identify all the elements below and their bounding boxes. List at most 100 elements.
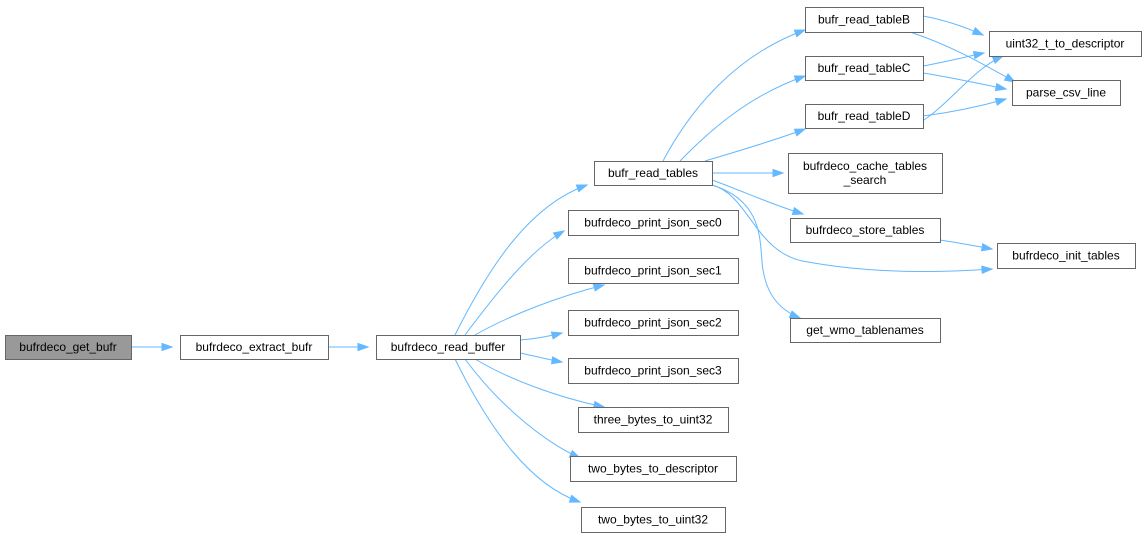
arrow-head — [575, 184, 589, 193]
node-get-wmo-tablenames[interactable]: get_wmo_tablenames — [790, 318, 941, 343]
edge-n3-n8 — [519, 352, 564, 365]
node-uint32-t-to-descriptor[interactable]: uint32_t_to_descriptor — [989, 31, 1142, 57]
edge-n3-n4 — [454, 184, 589, 336]
arrow-head — [788, 310, 802, 319]
node-box[interactable] — [805, 104, 924, 129]
node-box[interactable] — [180, 335, 329, 360]
edge-line — [454, 184, 588, 336]
edge-n4-n16 — [711, 179, 805, 215]
node-label: bufrdeco_store_tables — [806, 223, 925, 237]
arrow-head — [550, 331, 564, 340]
node-bufrdeco-extract-bufr[interactable]: bufrdeco_extract_bufr — [180, 335, 329, 360]
node-label: bufrdeco_print_json_sec2 — [584, 316, 722, 330]
node-two-bytes-to-descriptor[interactable]: two_bytes_to_descriptor — [570, 456, 737, 482]
node-box[interactable] — [1012, 80, 1121, 106]
arrow-head — [793, 29, 807, 38]
arrow-head — [568, 494, 582, 503]
node-bufrdeco-cache-tables-search[interactable]: bufrdeco_cache_tables_search — [788, 153, 943, 194]
node-bufrdeco-print-json-sec2[interactable]: bufrdeco_print_json_sec2 — [568, 310, 739, 336]
node-box[interactable] — [581, 507, 726, 533]
node-bufr-read-tableD[interactable]: bufr_read_tableD — [805, 104, 924, 129]
node-bufrdeco-store-tables[interactable]: bufrdeco_store_tables — [790, 218, 941, 243]
arrow-head — [793, 128, 807, 137]
node-bufrdeco-print-json-sec3[interactable]: bufrdeco_print_json_sec3 — [568, 358, 739, 384]
node-parse-csv-line[interactable]: parse_csv_line — [1012, 80, 1121, 106]
edge-line — [711, 184, 993, 273]
edge-line — [909, 31, 1016, 83]
node-box[interactable] — [568, 210, 739, 236]
node-label: bufrdeco_init_tables — [1012, 249, 1119, 263]
edge-line — [679, 75, 806, 162]
arrow-head — [161, 342, 174, 352]
node-box[interactable] — [376, 335, 521, 360]
edge-n2-n3 — [328, 342, 370, 352]
arrow-head — [994, 82, 1008, 92]
edge-n4-n12 — [662, 29, 807, 162]
arrow-head — [980, 243, 994, 252]
node-box[interactable] — [568, 310, 739, 336]
edge-line — [474, 358, 605, 408]
arrow-head — [971, 26, 985, 36]
node-bufrdeco-get-bufr[interactable]: bufrdeco_get_bufr — [5, 335, 132, 360]
node-box[interactable] — [5, 335, 132, 360]
edge-line — [922, 98, 1007, 117]
edge-n4-n17 — [711, 184, 802, 319]
node-label: uint32_t_to_descriptor — [1006, 37, 1125, 51]
edge-n4-n14 — [704, 128, 807, 162]
node-box[interactable] — [578, 407, 729, 433]
node-bufrdeco-print-json-sec0[interactable]: bufrdeco_print_json_sec0 — [568, 210, 739, 236]
node-box[interactable] — [805, 7, 924, 33]
node-bufr-read-tableB[interactable]: bufr_read_tableB — [805, 7, 924, 33]
node-box[interactable] — [568, 258, 739, 284]
node-label: three_bytes_to_uint32 — [594, 413, 713, 427]
edge-n3-n11 — [454, 358, 582, 503]
arrow-head — [981, 265, 994, 274]
arrow-head — [994, 97, 1008, 106]
node-bufrdeco-init-tables[interactable]: bufrdeco_init_tables — [997, 243, 1136, 269]
node-box[interactable] — [788, 153, 943, 194]
node-bufrdeco-read-buffer[interactable]: bufrdeco_read_buffer — [376, 335, 521, 360]
arrow-head — [793, 75, 807, 84]
edge-n13-n19 — [922, 72, 1008, 92]
node-label: bufrdeco_get_bufr — [19, 340, 116, 354]
edge-n4-n15 — [712, 168, 785, 178]
edge-n3-n5 — [464, 230, 566, 336]
arrow-head — [552, 230, 566, 240]
arrow-head — [550, 356, 564, 365]
edge-n3-n6 — [474, 283, 606, 336]
node-box[interactable] — [790, 318, 941, 343]
edge-line — [922, 72, 1007, 90]
node-box[interactable] — [997, 243, 1136, 269]
edges-layer — [131, 15, 1017, 503]
node-three-bytes-to-uint32[interactable]: three_bytes_to_uint32 — [578, 407, 729, 433]
node-label: get_wmo_tablenames — [806, 323, 923, 337]
node-box[interactable] — [790, 218, 941, 243]
node-label: _search — [843, 173, 887, 187]
edge-line — [474, 284, 605, 336]
node-label: bufrdeco_read_buffer — [391, 340, 506, 354]
edge-line — [454, 358, 581, 503]
edge-line — [704, 128, 806, 162]
node-bufr-read-tableC[interactable]: bufr_read_tableC — [805, 56, 924, 81]
edge-n14-n19 — [922, 97, 1008, 117]
node-box[interactable] — [594, 161, 713, 186]
arrow-head — [772, 168, 785, 178]
edge-n12-n18 — [922, 15, 985, 36]
arrow-head — [972, 51, 986, 60]
node-label: bufr_read_tableD — [818, 109, 911, 123]
node-bufr-read-tables[interactable]: bufr_read_tables — [594, 161, 713, 186]
node-box[interactable] — [989, 31, 1142, 57]
node-box[interactable] — [570, 456, 737, 482]
node-two-bytes-to-uint32[interactable]: two_bytes_to_uint32 — [581, 507, 726, 533]
edge-line — [464, 358, 581, 459]
edge-line — [662, 29, 806, 162]
edge-n4-n13 — [679, 75, 807, 162]
node-label: bufrdeco_print_json_sec0 — [584, 216, 722, 230]
node-label: bufr_read_tableC — [818, 61, 911, 75]
node-label: two_bytes_to_descriptor — [588, 462, 718, 476]
node-box[interactable] — [805, 56, 924, 81]
node-bufrdeco-print-json-sec1[interactable]: bufrdeco_print_json_sec1 — [568, 258, 739, 284]
node-box[interactable] — [568, 358, 739, 384]
